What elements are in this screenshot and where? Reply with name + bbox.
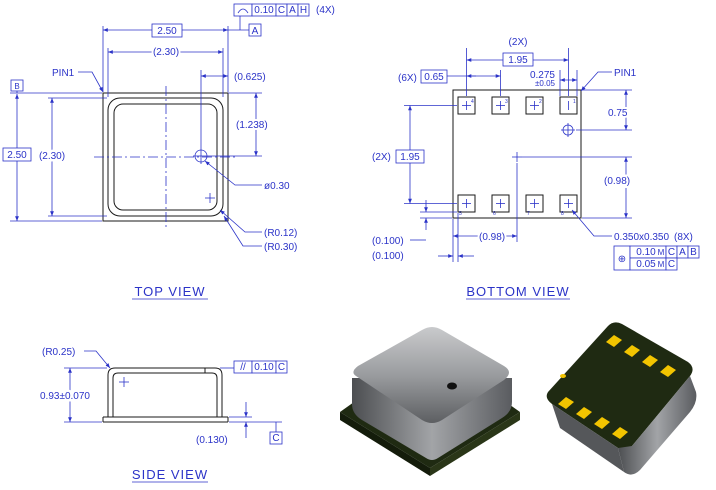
pad [491, 194, 510, 213]
datum-a: A [252, 26, 259, 37]
svg-text:M: M [658, 260, 665, 269]
svg-text:(2X): (2X) [372, 152, 391, 163]
top-pin1-label: PIN1 [52, 68, 75, 79]
svg-text:B: B [690, 247, 697, 258]
metal-lid [353, 327, 509, 423]
top-width-label: 2.50 [157, 26, 177, 37]
pad-size-label: 0.350x0.350 [614, 232, 669, 243]
ref-098-h-label: (0.98) [479, 232, 505, 243]
position-fcf: ⊕ 0.10 M C A B 0.05 M C [613, 245, 700, 271]
top-view-title: TOP VIEW [134, 284, 205, 299]
svg-text:A: A [289, 5, 296, 16]
side-lid-outline [107, 367, 223, 417]
top-ref-width-label: (2.30) [153, 47, 179, 58]
pitch-065-label: 0.65 [424, 72, 444, 83]
r-inner-label: (R0.12) [264, 228, 297, 239]
render-3d-bottom [546, 322, 697, 475]
side-view: (R0.25) 0.93±0.070 // 0.10 C (0.130) C S… [38, 347, 288, 483]
svg-text:0.10: 0.10 [636, 247, 656, 258]
pad-075-label: 0.75 [608, 108, 628, 119]
bottom-pitch-h-label: 1.95 [508, 55, 528, 66]
pad-tol-label: ±0.05 [535, 79, 556, 88]
top-lid-inner [113, 103, 218, 211]
svg-text:C: C [668, 247, 675, 258]
gold-pads [558, 335, 676, 439]
pad-count-label: (8X) [674, 232, 693, 243]
pad-off-label: 0.275 [530, 70, 555, 81]
ref-0100-a-label: (0.100) [372, 236, 404, 247]
svg-text://: // [240, 362, 246, 373]
svg-text:5: 5 [459, 211, 462, 217]
svg-text:(2X): (2X) [509, 37, 528, 48]
pad [457, 194, 476, 213]
top-profile-fcf: 0.10 C A H (4X) [233, 3, 335, 17]
svg-text:A: A [679, 247, 686, 258]
svg-text:⊕: ⊕ [618, 254, 626, 265]
pad [559, 96, 578, 115]
ref-0100-b-label: (0.100) [372, 251, 404, 262]
side-height-label: 0.93±0.070 [40, 391, 90, 402]
side-radius-label: (R0.25) [42, 347, 75, 358]
side-base-label: (0.130) [196, 435, 228, 446]
svg-text:1: 1 [573, 99, 576, 105]
pad [491, 96, 510, 115]
pad [525, 96, 544, 115]
svg-text:4: 4 [471, 99, 474, 105]
hole-dia-label: ø0.30 [264, 181, 290, 192]
svg-text:H: H [300, 5, 307, 16]
datum-c: C [272, 433, 279, 444]
bottom-pin1-label: PIN1 [614, 68, 637, 79]
hole-y-label: (1.238) [236, 120, 268, 131]
svg-text:0.10: 0.10 [254, 362, 274, 373]
svg-text:7: 7 [527, 211, 530, 217]
svg-text:(4X): (4X) [316, 5, 335, 16]
bottom-view: 4 3 2 1 5 6 7 8 (2X) 1.95 (6X) 0.65 0.27… [372, 37, 700, 300]
svg-text:0.05: 0.05 [636, 259, 656, 270]
svg-text:2: 2 [539, 99, 542, 105]
svg-text:0.10: 0.10 [254, 5, 274, 16]
svg-text:C: C [278, 5, 285, 16]
ref-098-v-label: (0.98) [604, 176, 630, 187]
svg-text:C: C [668, 259, 675, 270]
parallelism-fcf: // 0.10 C [233, 360, 288, 374]
svg-text:6: 6 [493, 211, 496, 217]
bottom-pads: 4 3 2 1 5 6 7 8 [457, 96, 578, 217]
hole-x-label: (0.625) [234, 72, 266, 83]
svg-text:C: C [278, 362, 285, 373]
bottom-view-title: BOTTOM VIEW [466, 284, 569, 299]
pad [457, 96, 476, 115]
top-ref-height-label: (2.30) [39, 151, 65, 162]
svg-text:M: M [658, 248, 665, 257]
r-outer-label: (R0.30) [264, 242, 297, 253]
render-3d-top [340, 327, 520, 476]
datum-b: B [14, 82, 19, 91]
top-height-label: 2.50 [7, 150, 27, 161]
bottom-pitch-v-label: 1.95 [400, 152, 420, 163]
svg-text:(6X): (6X) [398, 73, 417, 84]
top-view: 2.50 A 0.10 C A H (4X) (2.30) (0.625) [2, 3, 335, 300]
pad [525, 194, 544, 213]
pin1-dot [560, 374, 566, 378]
svg-text:3: 3 [505, 99, 508, 105]
pad [559, 194, 578, 213]
vent-hole-3d [447, 382, 457, 390]
side-view-title: SIDE VIEW [132, 467, 208, 482]
svg-text:8: 8 [561, 211, 564, 217]
